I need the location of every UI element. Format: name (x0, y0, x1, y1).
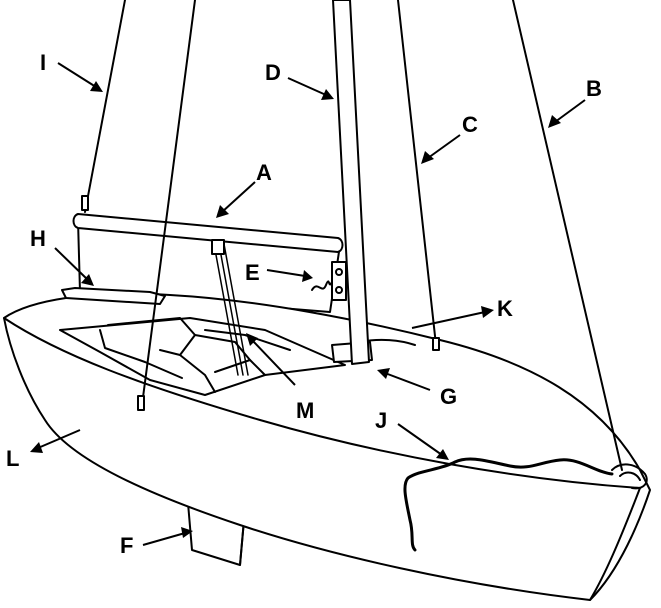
label-b: B (586, 76, 602, 101)
cockpit (59, 317, 346, 396)
label-c: C (462, 112, 478, 137)
label-i: I (40, 50, 46, 75)
label-e: E (245, 260, 260, 285)
boom (72, 213, 344, 253)
callout-labels: A B C D E F G H I J K L M (6, 50, 602, 558)
label-f: F (120, 533, 133, 558)
traveller (61, 287, 166, 305)
boom-vang (211, 239, 249, 376)
label-l: L (6, 446, 19, 471)
leader-arrows (30, 62, 586, 546)
label-d: D (265, 60, 281, 85)
painter-line (403, 457, 614, 552)
label-g: G (440, 384, 457, 409)
label-k: K (497, 296, 513, 321)
rigging (81, 0, 623, 471)
label-m: M (296, 398, 314, 423)
label-h: H (30, 226, 46, 251)
label-a: A (256, 160, 272, 185)
gooseneck (311, 261, 347, 301)
mast (332, 0, 370, 365)
label-j: J (375, 408, 387, 433)
